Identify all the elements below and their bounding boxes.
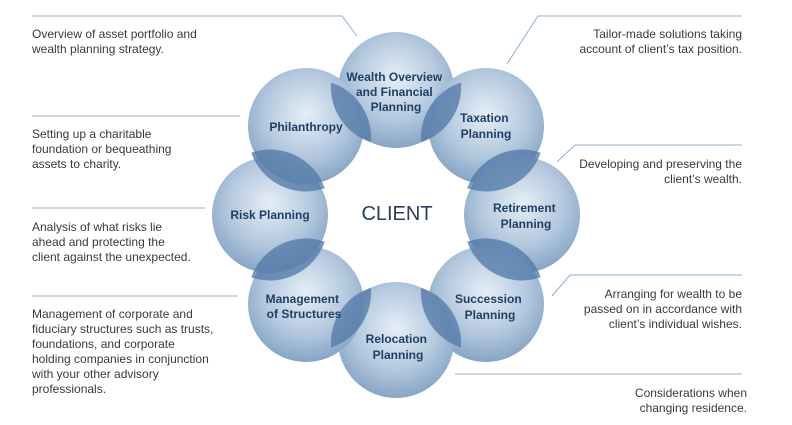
overlap-taxation-retirement	[467, 149, 541, 192]
center-client-label: CLIENT	[361, 203, 432, 225]
overlap-relocation-structures	[330, 287, 372, 348]
overlap-succession-relocation	[420, 287, 462, 348]
description-retirement: Developing and preserving the client’s w…	[579, 157, 742, 186]
label-structures: Management of Structures	[266, 292, 343, 321]
description-wealth: Overview of asset portfolio and wealth p…	[32, 27, 197, 56]
overlap-wealth-taxation	[420, 82, 462, 143]
label-risk: Risk Planning	[230, 208, 309, 222]
overlap-structures-risk	[251, 238, 325, 281]
label-retirement: Retirement Planning	[493, 201, 559, 231]
connector-wealth	[32, 15, 358, 37]
connector-retirement	[556, 144, 742, 163]
circle-overlaps	[251, 82, 541, 348]
connector-succession	[551, 274, 742, 297]
overlap-risk-philanthropy	[251, 149, 325, 192]
description-relocation: Considerations when changing residence.	[634, 386, 747, 415]
overlap-philanthropy-wealth	[330, 82, 372, 143]
label-philanthropy: Philanthropy	[269, 120, 343, 134]
overlap-retirement-succession	[467, 238, 541, 281]
label-succession: Succession Planning	[455, 292, 525, 322]
description-structures: Management of corporate and fiduciary st…	[32, 307, 214, 396]
connector-lines	[32, 15, 742, 375]
description-philanthropy: Setting up a charitable foundation or be…	[32, 127, 172, 171]
label-relocation: Relocation Planning	[366, 332, 431, 362]
connector-taxation	[506, 15, 742, 65]
label-taxation: Taxation Planning	[460, 111, 512, 141]
description-taxation: Tailor-made solutions taking account of …	[579, 27, 742, 56]
label-wealth: Wealth Overview and Financial Planning	[346, 70, 445, 114]
description-succession: Arranging for wealth to be passed on in …	[583, 287, 742, 331]
description-risk: Analysis of what risks lie ahead and pro…	[32, 220, 191, 264]
